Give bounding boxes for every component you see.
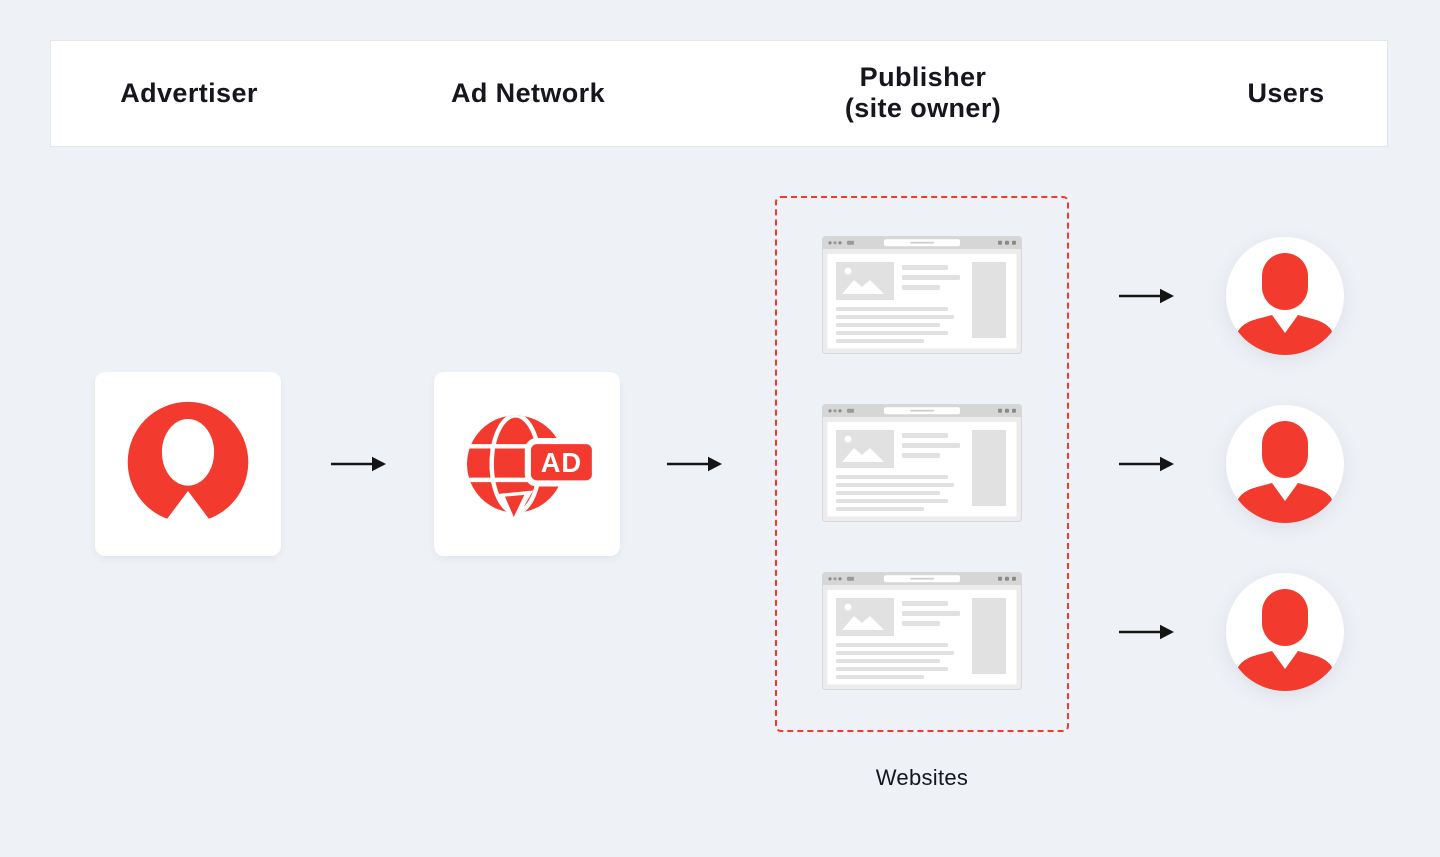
user-avatar-1 bbox=[1225, 236, 1345, 356]
arrow-advertiser-to-network bbox=[330, 452, 386, 476]
arrow-website2-to-user2 bbox=[1118, 452, 1174, 476]
header-label-publisher: Publisher (site owner) bbox=[783, 62, 1063, 126]
arrow-network-to-publisher bbox=[666, 452, 722, 476]
arrow-website1-to-user1 bbox=[1118, 284, 1174, 308]
ad-badge: AD bbox=[524, 437, 599, 487]
user-avatar-3 bbox=[1225, 572, 1345, 692]
header-label-ad-network: Ad Network bbox=[450, 77, 606, 108]
user-avatar-2 bbox=[1225, 404, 1345, 524]
website-browser-window-1 bbox=[822, 236, 1022, 354]
arrow-website3-to-user3 bbox=[1118, 620, 1174, 644]
publisher-label-line1: Publisher bbox=[859, 61, 987, 92]
websites-label: Websites bbox=[875, 765, 969, 790]
advertiser-card bbox=[95, 372, 281, 556]
ad-network-card: AD bbox=[434, 372, 620, 556]
publisher-websites-group bbox=[775, 196, 1069, 732]
publisher-label-line2: (site owner) bbox=[844, 93, 1002, 124]
ad-badge-text: AD bbox=[541, 447, 582, 478]
header-label-advertiser: Advertiser bbox=[120, 77, 258, 108]
website-browser-window-3 bbox=[822, 572, 1022, 690]
header-bar: Advertiser Ad Network Publisher (site ow… bbox=[50, 40, 1388, 147]
ad-network-globe-icon: AD bbox=[467, 415, 599, 524]
header-label-users: Users bbox=[1247, 77, 1325, 108]
website-browser-window-2 bbox=[822, 404, 1022, 522]
advertiser-avatar-icon bbox=[119, 401, 257, 536]
